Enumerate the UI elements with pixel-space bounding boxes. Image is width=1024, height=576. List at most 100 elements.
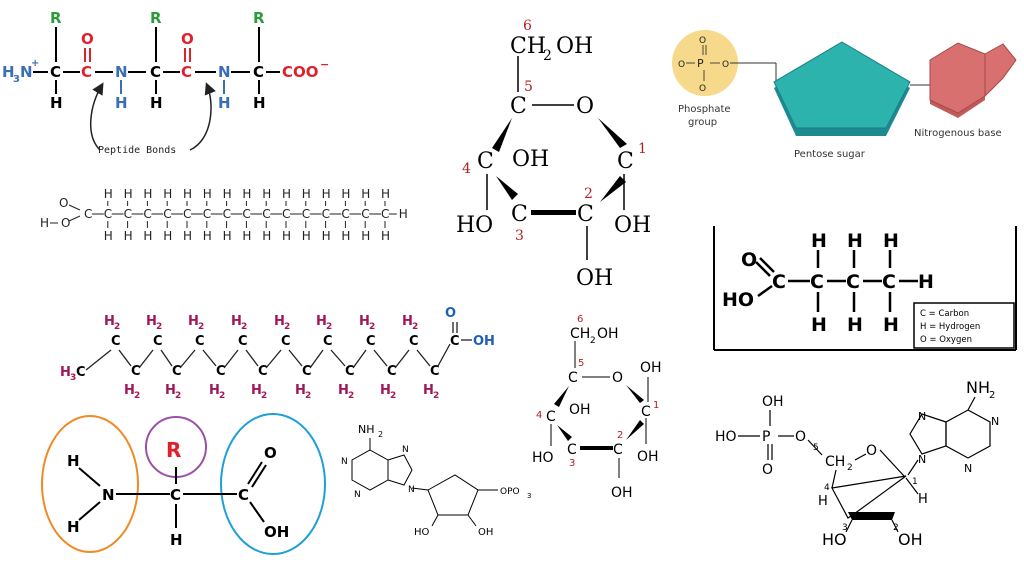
glucose-large-ring-oxygen: O [576, 94, 594, 119]
phosphate-group-circle [672, 30, 738, 96]
zigzag-h2-bottom-sub: 2 [219, 391, 225, 401]
glucose-large-c6-oh: OH [556, 34, 593, 59]
fatty-line-h-top: H [302, 187, 311, 201]
amp-large-ring-o: O [866, 443, 877, 459]
zigzag-h2-bottom-sub: 2 [175, 391, 181, 401]
glucose-large-c4-oh: OH [512, 147, 549, 172]
zigzag-h2-top: H [359, 314, 370, 329]
glucose-small-c2-oh: OH [611, 485, 633, 501]
zigzag-h2-top: H [188, 314, 199, 329]
amp-small-n3: N [354, 490, 361, 500]
zigzag-h2-bottom: H [209, 383, 220, 398]
zigzag-carbon: C [323, 334, 333, 349]
amp-small-oh: OH [478, 527, 493, 538]
glucose-large-carbon-3-number: 3 [515, 228, 524, 244]
carbonyl-oxygen-1: O [81, 30, 94, 48]
alpha-h-3: H [253, 94, 266, 112]
fatty-line-carbon: C [163, 207, 171, 221]
zigzag-h2-top: H [316, 314, 327, 329]
fatty-line-h-top: H [361, 187, 370, 201]
fatty-line-carbon: C [361, 207, 369, 221]
fatty-line-carbonyl-o: O [59, 196, 68, 210]
fatty-line-carbon: C [183, 207, 191, 221]
fatty-line-carbon: C [302, 207, 310, 221]
fatty-line-h-bottom: H [322, 229, 331, 243]
amp-small-opo: OPO [500, 487, 520, 497]
glucose-small-c6-oh: OH [597, 326, 619, 342]
glucose-small-ch2-sub: 2 [590, 336, 596, 346]
phosphate-o-left: O [678, 60, 685, 70]
fatty-line-h-top: H [203, 187, 212, 201]
zigzag-h2-bottom: H [251, 383, 262, 398]
fatty-line-h-top: H [143, 187, 152, 201]
zigzag-carbon: C [172, 364, 182, 379]
butanoic-carbonyl-o: O [741, 249, 757, 271]
zigzag-carbon: C [430, 364, 440, 379]
glucose-large-c4-ho: HO [456, 213, 493, 238]
alpha-carbon-3: C [253, 63, 264, 81]
amp-small-structure: NH 2 N N N N HO OH OPO 3 [341, 423, 531, 538]
glucose-small-c1: C [641, 404, 651, 420]
zigzag-h2-bottom-sub: 2 [261, 391, 267, 401]
amino-r-group: R [166, 438, 181, 462]
glucose-large-carbon-2-number: 2 [584, 186, 593, 202]
phosphate-p: P [697, 57, 704, 70]
fatty-line-terminal-h: H [399, 207, 408, 221]
glucose-large-c2: C [577, 202, 594, 227]
phosphate-o-bottom: O [699, 84, 706, 94]
fatty-line-h-top: H [381, 187, 390, 201]
zigzag-carbon: C [238, 334, 248, 349]
zigzag-carboxyl-o: O [445, 306, 456, 321]
amine-n: N [20, 63, 33, 81]
glucose-small-ring-o: O [612, 370, 623, 386]
fatty-line-h-bottom: H [143, 229, 152, 243]
fatty-line-h-bottom: H [104, 229, 113, 243]
fatty-line-carbon: C [143, 207, 151, 221]
glucose-small-c1-oh-lower: OH [637, 449, 659, 465]
zigzag-h2-top: H [231, 314, 242, 329]
fatty-line-carbon: C [84, 207, 92, 221]
glucose-large-c4: C [477, 149, 494, 174]
butanoic-hydroxyl: HO [722, 289, 754, 311]
amp-small-n1: N [341, 457, 348, 467]
amino-n: N [102, 486, 115, 504]
fatty-line-hydroxyl-h: H [40, 216, 49, 230]
phosphate-group-label-2: group [688, 117, 717, 128]
amp-small-opo-sub: 3 [527, 492, 531, 500]
fatty-line-carbon: C [381, 207, 389, 221]
amp-large-carbon-3-number: 3 [842, 523, 848, 533]
butanoic-c4-h-bottom: H [883, 314, 899, 336]
zigzag-carbon: C [302, 364, 312, 379]
zigzag-h2-bottom: H [338, 383, 349, 398]
zigzag-carbon: C [195, 334, 205, 349]
glucose-large-carbon-1-number: 1 [638, 141, 647, 157]
zigzag-carbon: C [131, 364, 141, 379]
glucose-small-carbon-1-number: 1 [653, 400, 659, 411]
amp-large-phosphorus: P [762, 429, 770, 445]
zigzag-h2-bottom-sub: 2 [305, 391, 311, 401]
zigzag-carbon: C [111, 334, 121, 349]
zigzag-carbon: C [153, 334, 163, 349]
amp-large-ester-o: O [795, 429, 806, 445]
fatty-line-h-bottom: H [361, 229, 370, 243]
peptide-chain-diagram: H 3 N + R C H C O N H R C H C O N H [2, 9, 329, 156]
amino-carboxyl-oh: OH [264, 523, 289, 541]
fatty-line-carbon: C [203, 207, 211, 221]
amino-h-top: H [67, 452, 80, 470]
glucose-large-carbon-6-number: 6 [523, 18, 532, 34]
fatty-line-hydroxyl-o: O [61, 216, 70, 230]
amino-carboxyl-c: C [238, 486, 249, 504]
glucose-large-carbon-5-number: 5 [524, 79, 533, 95]
amide-n-2: N [218, 63, 231, 81]
zigzag-h2-top-sub: 2 [284, 322, 290, 332]
zigzag-h2-bottom-sub: 2 [390, 391, 396, 401]
fatty-line-carbon: C [282, 207, 290, 221]
carbonyl-carbon-2: C [181, 63, 192, 81]
carbonyl-carbon-1: C [81, 63, 92, 81]
zigzag-h2-bottom-sub: 2 [134, 391, 140, 401]
pentose-sugar-label: Pentose sugar [794, 149, 866, 160]
glucose-small-c4-ho: HO [532, 450, 554, 466]
alpha-carbon-1: C [50, 63, 61, 81]
